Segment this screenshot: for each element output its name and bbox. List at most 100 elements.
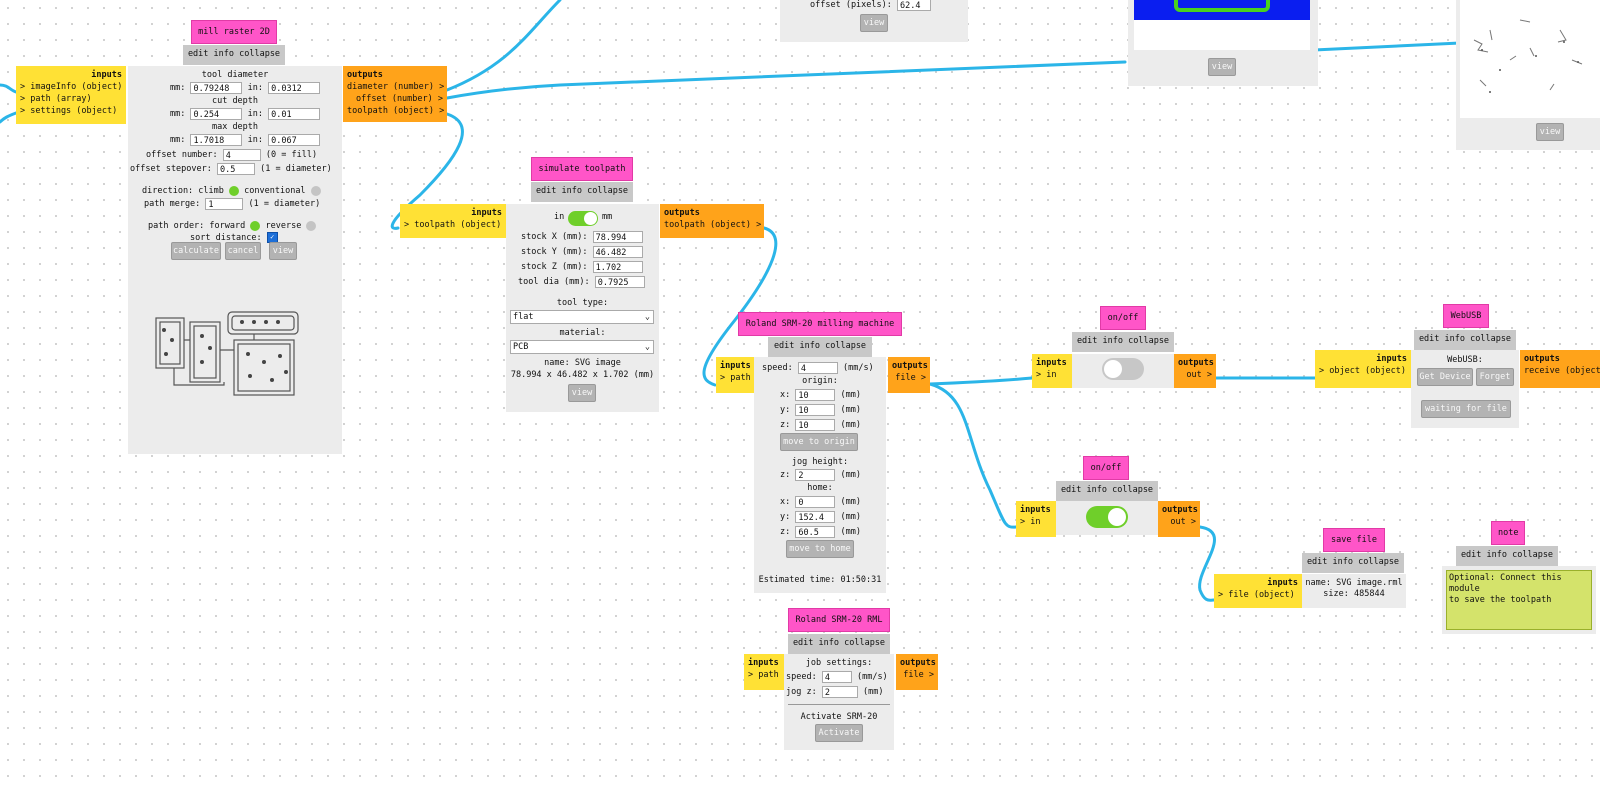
edit-info-collapse[interactable]: edit info collapse [1056, 481, 1158, 501]
outputs-label: outputs [900, 658, 936, 668]
offset-pixels-field[interactable]: 62.4 [897, 0, 932, 11]
tool-dia-field[interactable]: 0.7925 [594, 275, 645, 288]
conventional-radio[interactable] [310, 185, 321, 196]
input-port[interactable]: > file (object) [1218, 590, 1295, 600]
stock-x-label: stock X (mm): [521, 232, 588, 242]
input-port[interactable]: > path [748, 670, 779, 680]
jog-z-field[interactable]: 2 [821, 685, 858, 698]
inputs-label: inputs [748, 658, 779, 668]
output-port[interactable]: toolpath (object) > [347, 106, 445, 116]
forward-radio[interactable] [250, 220, 261, 231]
path-merge-label: path merge: [144, 199, 201, 209]
output-port[interactable]: receive (object [1524, 366, 1600, 376]
max-depth-in-field[interactable]: 0.067 [268, 133, 321, 146]
edit-info-collapse[interactable]: edit info collapse [1414, 330, 1516, 350]
origin-x-field[interactable]: 10 [795, 388, 836, 401]
input-port[interactable]: > imageInfo (object) [20, 82, 123, 92]
input-port[interactable]: > in [1020, 517, 1041, 527]
z-label: z: [780, 470, 791, 480]
climb-radio[interactable] [229, 185, 240, 196]
module-title-webusb[interactable]: WebUSB [1443, 304, 1489, 328]
forget-button[interactable]: Forget [1476, 368, 1514, 386]
offset-number-field[interactable]: 4 [222, 148, 261, 161]
origin-z-field[interactable]: 10 [795, 418, 836, 431]
reverse-radio[interactable] [306, 220, 317, 231]
edit-info-collapse[interactable]: edit info collapse [183, 45, 285, 65]
input-port[interactable]: > in [1036, 370, 1057, 380]
toolpath-preview [1460, 0, 1600, 118]
input-port[interactable]: > settings (object) [20, 106, 118, 116]
output-port[interactable]: offset (number) > [356, 94, 443, 104]
input-port[interactable]: > path [720, 373, 751, 383]
view-button[interactable]: view [269, 242, 297, 260]
stock-z-field[interactable]: 1.702 [592, 260, 643, 273]
offset-stepover-label: offset stepover: [130, 164, 212, 174]
outputs-label: outputs [892, 361, 928, 371]
input-port[interactable]: > toolpath (object) [404, 220, 502, 230]
tool-type-select[interactable]: flat ⌄ [510, 310, 654, 324]
tool-diameter-mm-field[interactable]: 0.79248 [190, 81, 243, 94]
calculate-button[interactable]: calculate [171, 242, 221, 260]
home-y-field[interactable]: 152.4 [795, 510, 836, 523]
wire [928, 376, 1034, 386]
module-title-on-off[interactable]: on/off [1100, 306, 1146, 330]
mm-label: mm: [170, 83, 186, 93]
path-merge-field[interactable]: 1 [205, 197, 244, 210]
module-title-note[interactable]: note [1491, 521, 1525, 545]
output-port[interactable]: toolpath (object) > [664, 220, 762, 230]
offset-stepover-field[interactable]: 0.5 [217, 162, 256, 175]
edit-info-collapse[interactable]: edit info collapse [1072, 332, 1174, 352]
output-port[interactable]: diameter (number) > [347, 82, 445, 92]
note-textarea[interactable]: Optional: Connect this module to save th… [1446, 570, 1592, 630]
output-port[interactable]: out > [1186, 370, 1212, 380]
waiting-for-file-button[interactable]: waiting for file [1421, 400, 1511, 418]
output-port[interactable]: out > [1170, 517, 1196, 527]
material-select[interactable]: PCB ⌄ [510, 340, 654, 354]
edit-info-collapse[interactable]: edit info collapse [1302, 553, 1404, 573]
get-device-button[interactable]: Get Device [1417, 368, 1473, 386]
view-button[interactable]: view [568, 384, 596, 402]
speed-field[interactable]: 4 [821, 670, 852, 683]
home-x-field[interactable]: 0 [795, 495, 836, 508]
cut-depth-mm-field[interactable]: 0.254 [190, 107, 243, 120]
move-to-home-button[interactable]: move to home [786, 540, 854, 558]
module-inputs: inputs > path [744, 654, 784, 690]
edit-info-collapse[interactable]: edit info collapse [531, 182, 633, 202]
on-off-toggle[interactable] [1102, 358, 1144, 380]
module-title-roland-rml[interactable]: Roland SRM-20 RML [788, 608, 890, 632]
edit-info-collapse[interactable]: edit info collapse [788, 634, 890, 654]
unit-toggle[interactable] [568, 211, 598, 226]
edit-info-collapse[interactable]: edit info collapse [1456, 546, 1558, 566]
output-port[interactable]: file > [903, 670, 934, 680]
stock-y-field[interactable]: 46.482 [592, 245, 643, 258]
on-off-toggle[interactable] [1086, 506, 1128, 528]
origin-y-field[interactable]: 10 [795, 403, 836, 416]
edit-info-collapse[interactable]: edit info collapse [768, 337, 872, 357]
input-port[interactable]: > path (array) [20, 94, 92, 104]
file-size: size: 485844 [1323, 589, 1385, 599]
in-label: in: [247, 83, 263, 93]
view-button[interactable]: view [1536, 123, 1564, 141]
on-off-body [1056, 501, 1158, 535]
origin-label: origin: [802, 376, 838, 386]
move-to-origin-button[interactable]: move to origin [780, 433, 858, 451]
cancel-button[interactable]: cancel [225, 242, 261, 260]
output-port[interactable]: file > [895, 373, 926, 383]
module-title-simulate-toolpath[interactable]: simulate toolpath [531, 157, 633, 181]
module-title-mill-raster[interactable]: mill raster 2D [191, 20, 277, 44]
activate-button[interactable]: Activate [815, 724, 863, 742]
module-title-on-off[interactable]: on/off [1083, 456, 1129, 480]
stock-x-field[interactable]: 78.994 [592, 230, 643, 243]
cut-depth-in-field[interactable]: 0.01 [268, 107, 321, 120]
home-z-field[interactable]: 60.5 [795, 525, 836, 538]
input-port[interactable]: > object (object) [1319, 366, 1406, 376]
max-depth-mm-field[interactable]: 1.7018 [190, 133, 243, 146]
view-button[interactable]: view [1208, 58, 1236, 76]
jog-z-field[interactable]: 2 [795, 468, 836, 481]
module-title-save-file[interactable]: save file [1323, 528, 1385, 552]
speed-field[interactable]: 4 [797, 361, 838, 374]
module-title-roland-milling[interactable]: Roland SRM-20 milling machine [738, 312, 902, 336]
outputs-label: outputs [347, 70, 383, 80]
tool-diameter-in-field[interactable]: 0.0312 [268, 81, 321, 94]
view-button[interactable]: view [860, 14, 888, 32]
